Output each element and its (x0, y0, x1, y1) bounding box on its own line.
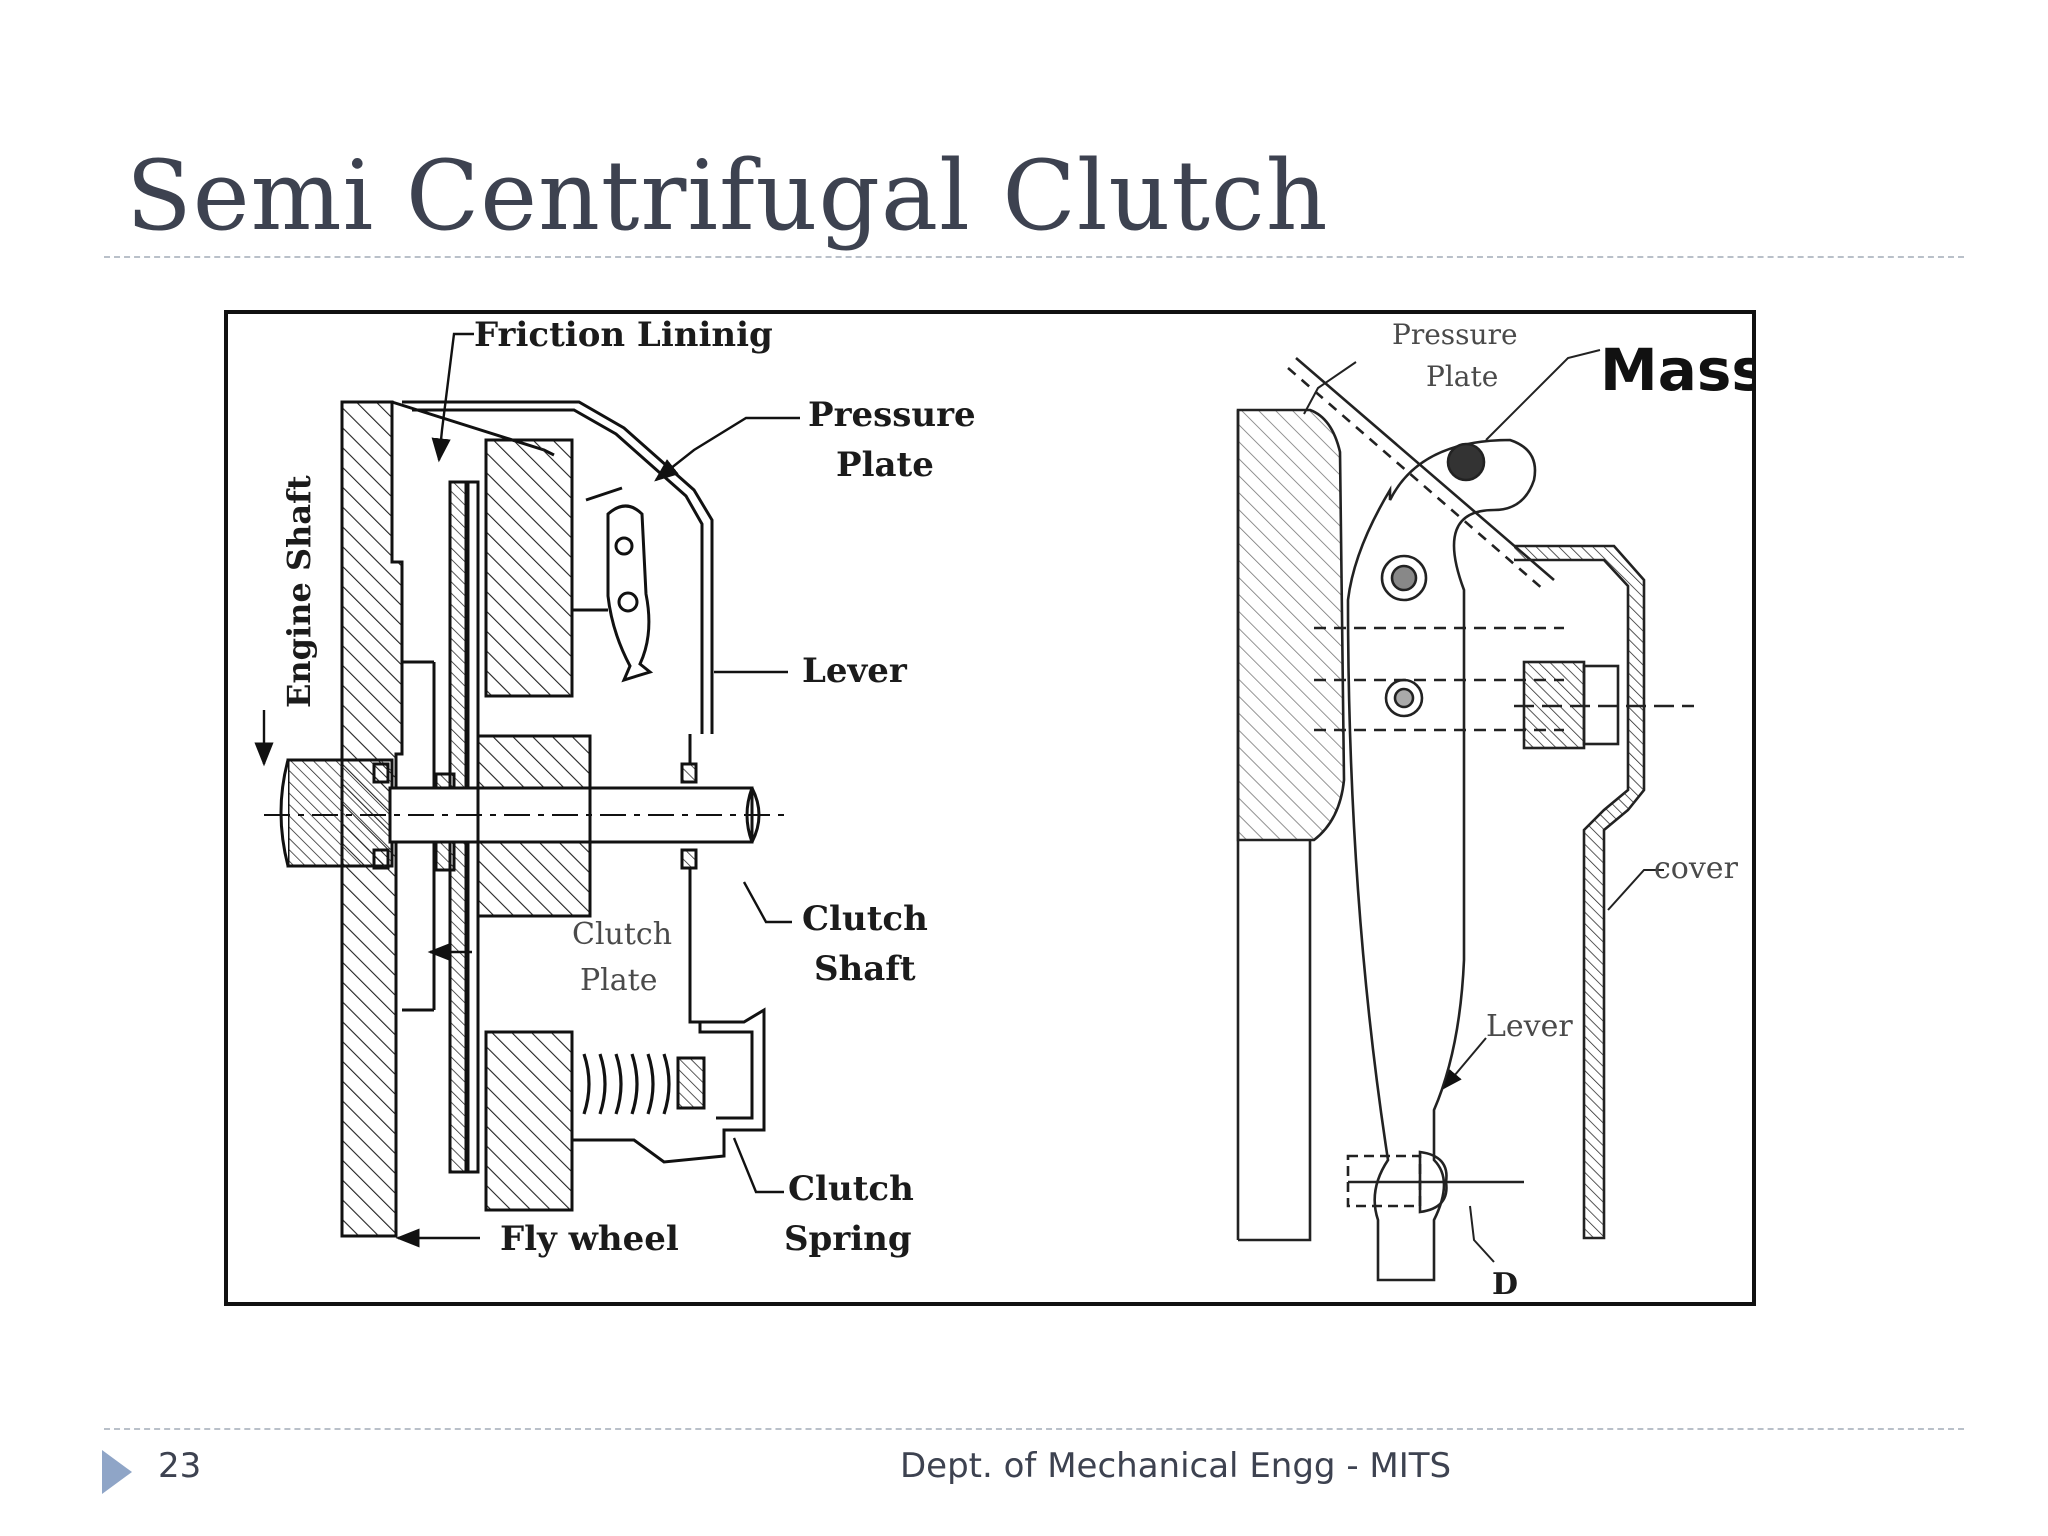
pressure-plate-upper (484, 438, 574, 698)
label-clutch-shaft-2: Shaft (814, 949, 916, 989)
label-clutch-shaft-1: Clutch (802, 899, 928, 939)
label-engine-shaft: Engine Shaft (280, 475, 318, 708)
label-fly-wheel: Fly wheel (500, 1219, 679, 1259)
title-divider (104, 256, 1964, 258)
label-d: D (1492, 1267, 1518, 1302)
slide-title: Semi Centrifugal Clutch (126, 140, 1329, 252)
label-clutch-spring-1: Clutch (788, 1169, 914, 1209)
footer-divider (104, 1428, 1964, 1430)
clutch-diagram: Friction Lininig Pressure Plate Lever En… (224, 310, 1756, 1306)
slide-bullet-arrow-icon (102, 1450, 132, 1494)
right-lever (1346, 438, 1537, 1282)
label-cover: cover (1654, 851, 1739, 886)
label-clutch-plate-2: Plate (580, 963, 657, 998)
label-clutch-plate-1: Clutch (572, 917, 672, 952)
left-clutch-section (264, 400, 784, 1238)
label-friction-lining: Friction Lininig (474, 315, 773, 355)
label-pressure-plate-right-2: Plate (1426, 360, 1498, 393)
right-flywheel (1236, 408, 1346, 842)
footer-department: Dept. of Mechanical Engg - MITS (900, 1446, 1452, 1486)
label-pressure-plate-left-1: Pressure (808, 395, 976, 435)
page-number: 23 (158, 1446, 202, 1486)
label-mass: Mass (1600, 336, 1756, 404)
label-pressure-plate-left-2: Plate (836, 445, 934, 485)
right-lever-section (1236, 357, 1694, 1282)
clutch-diagram-svg: Friction Lininig Pressure Plate Lever En… (224, 310, 1756, 1306)
clutch-spring (582, 1053, 671, 1115)
right-cover (1514, 544, 1646, 1240)
label-lever-left: Lever (802, 651, 908, 691)
label-clutch-spring-2: Spring (784, 1219, 912, 1259)
pressure-plate-lower (484, 1030, 574, 1212)
label-lever-right: Lever (1486, 1009, 1573, 1044)
label-pressure-plate-right-1: Pressure (1392, 318, 1518, 351)
lever-left (606, 504, 654, 683)
